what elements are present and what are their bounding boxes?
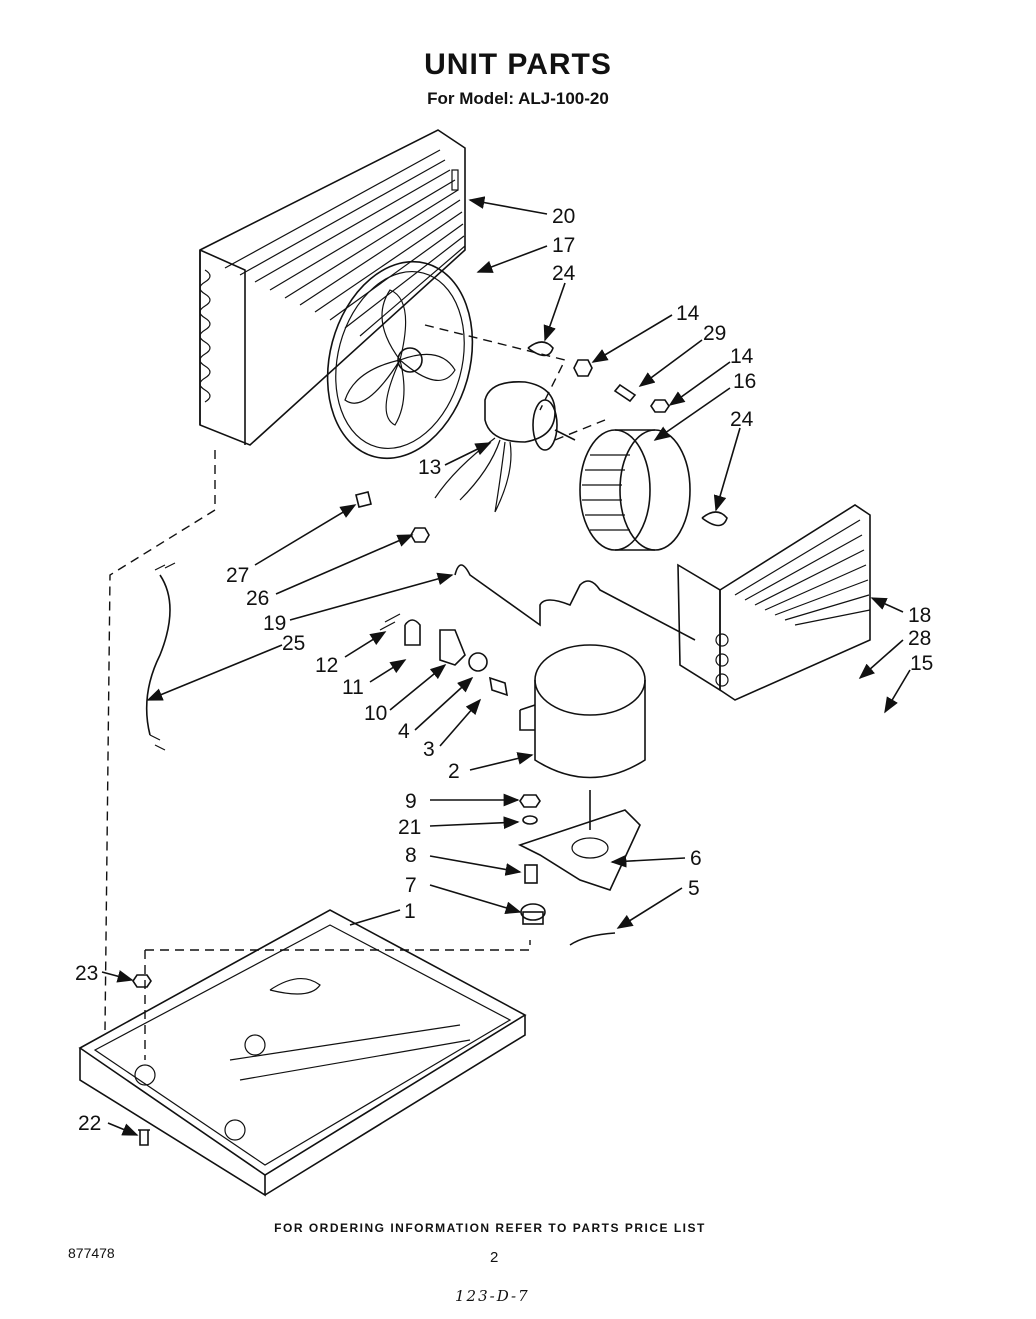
blower-wheel <box>579 429 691 551</box>
wire-5 <box>569 932 616 946</box>
callout-4: 4 <box>398 720 410 743</box>
callout-26: 26 <box>246 587 269 610</box>
dashed-guides <box>104 324 606 1060</box>
callout-25: 25 <box>282 632 305 655</box>
callout-labels: 20 17 24 14 29 14 16 24 13 27 26 19 25 1… <box>75 205 933 1135</box>
fan-shroud <box>326 260 474 460</box>
condenser-coil <box>199 129 466 446</box>
callout-9: 9 <box>405 790 417 813</box>
callout-12: 12 <box>315 654 338 677</box>
callout-14-top: 14 <box>676 302 700 325</box>
callout-28: 28 <box>908 627 931 650</box>
callout-23: 23 <box>75 962 98 985</box>
ordering-info-note: FOR ORDERING INFORMATION REFER TO PARTS … <box>274 1221 706 1235</box>
callout-24-lower: 24 <box>730 408 754 431</box>
page-number: 2 <box>490 1249 499 1266</box>
callout-11: 11 <box>342 676 364 699</box>
callout-10: 10 <box>364 702 387 725</box>
callout-5: 5 <box>688 877 700 900</box>
callout-19: 19 <box>263 612 286 635</box>
callout-21: 21 <box>398 816 421 839</box>
compressor <box>519 644 646 830</box>
screw-22 <box>138 1129 150 1146</box>
callout-3: 3 <box>423 738 435 761</box>
callout-6: 6 <box>690 847 702 870</box>
callout-16: 16 <box>733 370 756 393</box>
callout-24-top: 24 <box>552 262 576 285</box>
mounting-hardware <box>519 794 546 925</box>
wire-harness <box>145 562 176 751</box>
base-pan <box>78 909 527 1197</box>
callout-7: 7 <box>405 874 417 897</box>
callout-1: 1 <box>404 900 416 923</box>
callout-2: 2 <box>448 760 460 783</box>
callout-14-lower: 14 <box>730 345 754 368</box>
callout-27: 27 <box>226 564 249 587</box>
model-subtitle: For Model: ALJ-100-20 <box>427 89 609 108</box>
callout-17: 17 <box>552 234 575 257</box>
callout-22: 22 <box>78 1112 101 1135</box>
overload-parts <box>379 613 509 697</box>
callout-15: 15 <box>910 652 933 675</box>
page-title: UNIT PARTS <box>424 48 612 81</box>
fan-motor <box>434 381 576 513</box>
callout-18: 18 <box>908 604 931 627</box>
callout-13: 13 <box>418 456 441 479</box>
handwritten-note: 123-D-7 <box>455 1287 530 1305</box>
evaporator-coil <box>677 504 871 701</box>
document-number: 877478 <box>68 1245 115 1261</box>
compressor-mounting-plate <box>517 809 641 891</box>
callout-29: 29 <box>703 322 726 345</box>
capillary-tube <box>454 564 696 641</box>
callout-20: 20 <box>552 205 575 228</box>
callout-8: 8 <box>405 844 417 867</box>
nut-23 <box>132 974 152 988</box>
small-hardware <box>355 341 728 543</box>
leader-lines <box>101 196 911 1136</box>
